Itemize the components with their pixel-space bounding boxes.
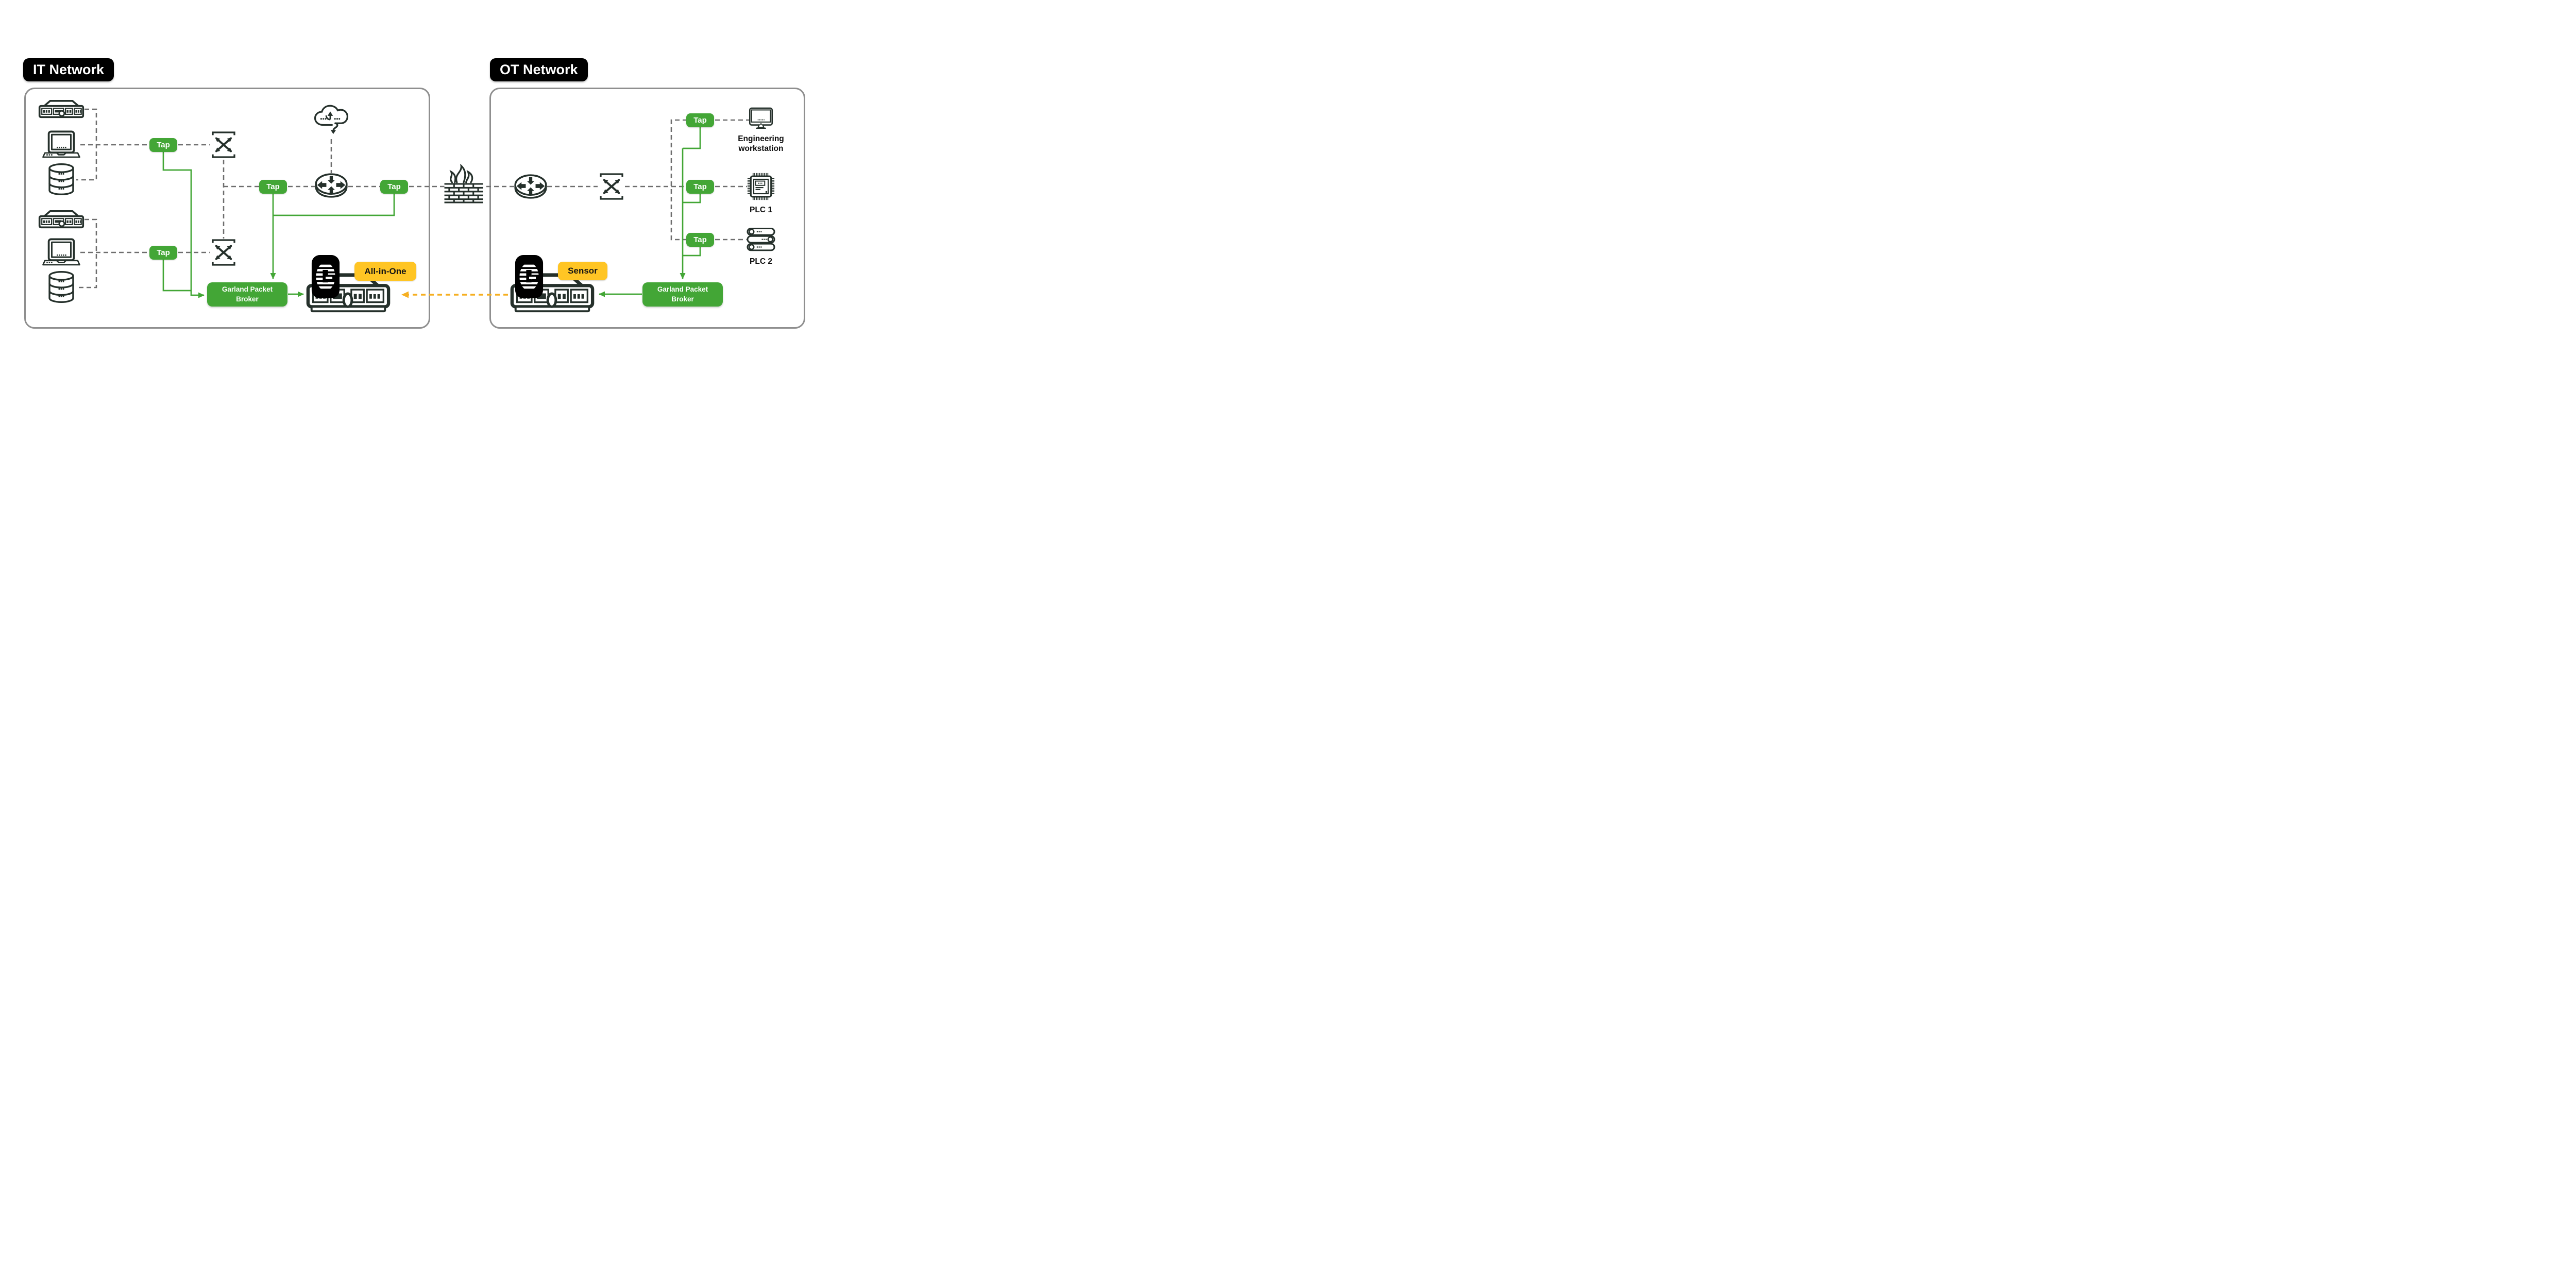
all-in-one-badge: All-in-One [354,262,416,281]
laptop-icon [42,130,80,159]
network-diagram: IT Network OT Network [0,0,824,386]
ot-network-container [489,88,805,329]
packet-broker-node: Garland Packet Broker [642,282,723,307]
cloud-icon [313,104,350,137]
switch-icon [210,131,238,159]
plc1-label: PLC 1 [750,206,772,214]
engineering-workstation-label: Engineering workstation [738,134,784,154]
plc-chip-icon [747,172,775,201]
tap-node: Tap [149,246,177,260]
tap-node: Tap [686,180,714,194]
database-icon [47,163,75,196]
tap-node: Tap [259,180,287,194]
router-icon [514,174,548,200]
it-network-container [24,88,430,329]
server-icon [38,209,84,230]
server-icon [38,99,84,120]
tap-node: Tap [149,138,177,152]
laptop-icon [42,238,80,266]
sensor-badge: Sensor [558,262,607,280]
monitor-icon [749,107,773,130]
database-icon [47,270,75,303]
plc2-label: PLC 2 [750,257,772,266]
garland-logo-icon [515,255,544,299]
switch-icon [210,239,238,266]
tap-node: Tap [380,180,408,194]
plc-rollers-icon [746,225,776,254]
router-icon [314,173,348,199]
ot-network-title: OT Network [490,58,588,81]
switch-icon [598,173,625,200]
garland-logo-icon [311,255,340,299]
tap-node: Tap [686,113,714,127]
connection-lines [76,108,749,298]
it-network-title: IT Network [23,58,114,81]
packet-broker-node: Garland Packet Broker [207,282,287,307]
tap-node: Tap [686,233,714,247]
firewall-icon [444,164,484,204]
